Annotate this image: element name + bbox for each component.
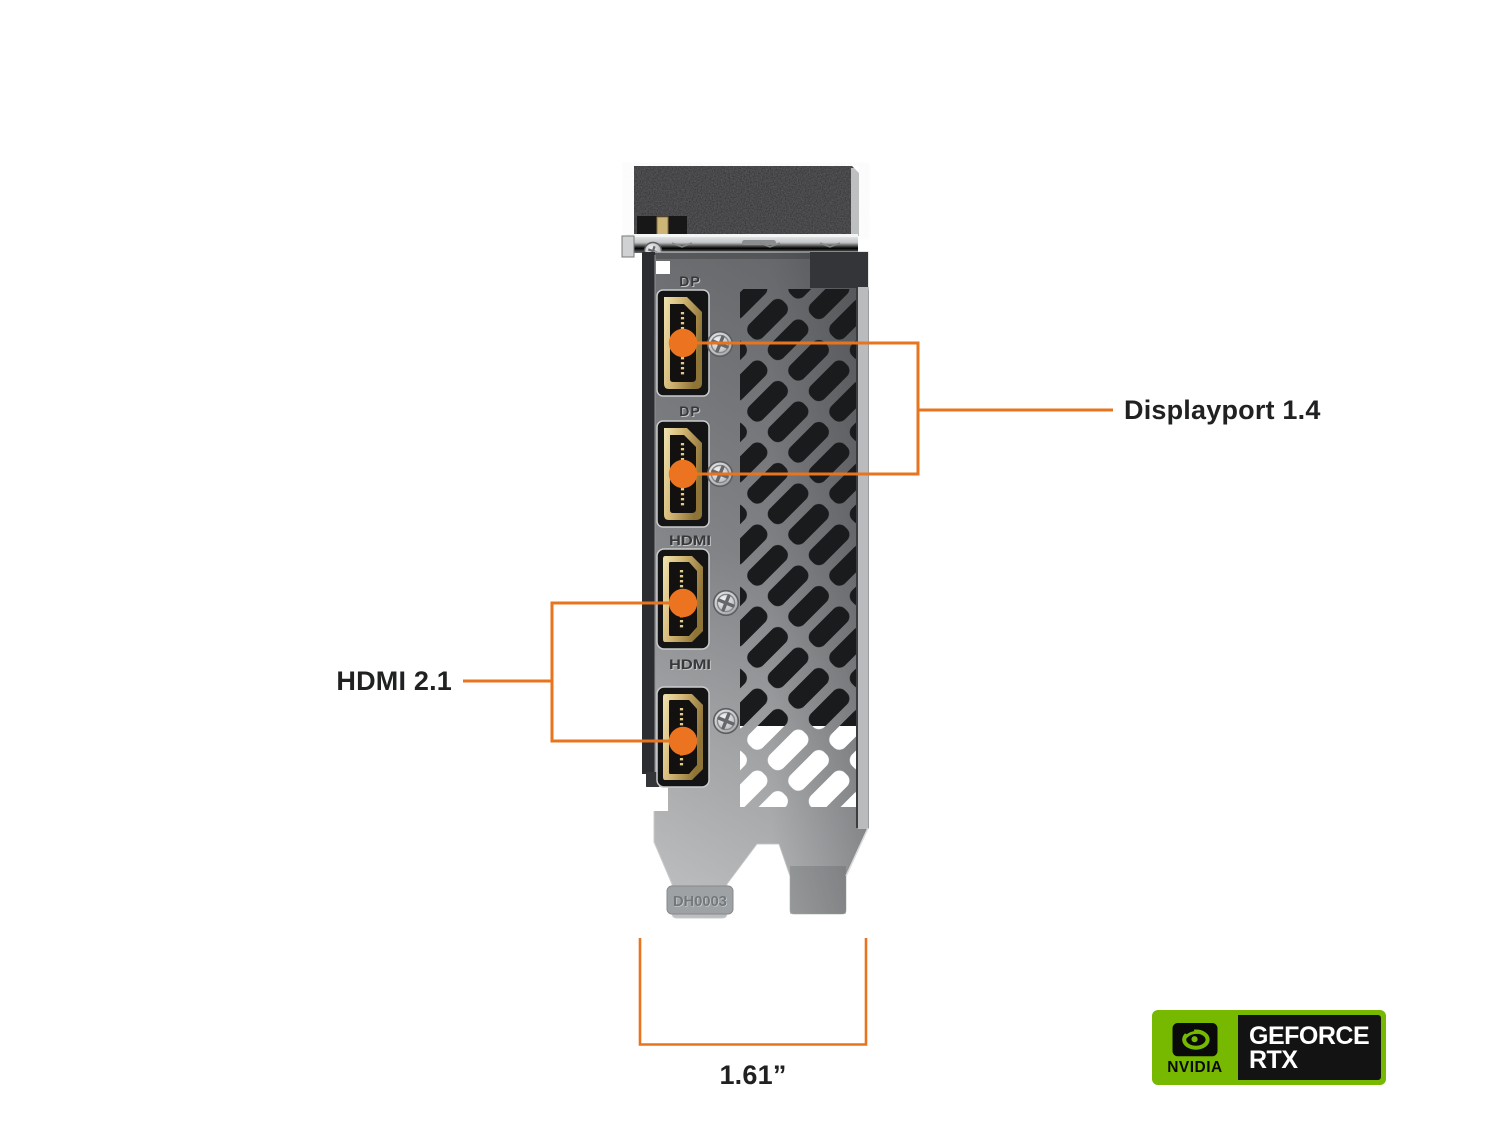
callout-lines <box>463 341 1113 743</box>
vent-slots-upper <box>740 289 856 726</box>
nvidia-logo-section: NVIDIA <box>1152 1010 1238 1085</box>
nvidia-geforce-rtx-badge: NVIDIA GEFORCE RTX <box>1152 1010 1386 1085</box>
dp2-label-emboss: DP <box>680 404 701 420</box>
screw-3 <box>712 589 740 617</box>
dp1-callout-dot <box>668 328 698 358</box>
geforce-text: GEFORCE <box>1249 1021 1370 1050</box>
dp2-label: DP <box>679 403 700 419</box>
stamp-text: DH0003 <box>673 893 727 910</box>
hdmi2-label: HDMI <box>669 656 711 672</box>
card-body <box>634 166 859 238</box>
hdmi1-label-emboss: HDMI <box>670 533 712 549</box>
rtx-text: RTX <box>1249 1045 1298 1074</box>
dp-port-1 <box>656 289 710 397</box>
port-labels: DP DP DP DP HDMI HDMI HDMI HDMI <box>669 273 712 673</box>
bracket-right-fold <box>845 287 869 877</box>
bracket-stamp: DH0003 DH0003 <box>666 885 734 915</box>
screw-4 <box>712 707 740 735</box>
hdmi1-label: HDMI <box>669 532 711 548</box>
width-measurement-bracket <box>638 938 868 1046</box>
nvidia-eye-icon <box>1172 1023 1218 1057</box>
hdmi-callout-label: HDMI 2.1 <box>336 666 452 696</box>
dp1-label-emboss: DP <box>680 274 701 290</box>
dp1-label: DP <box>679 273 700 289</box>
stamp-emboss: DH0003 <box>674 894 728 911</box>
nvidia-wordmark: NVIDIA <box>1167 1059 1223 1076</box>
displayport-callout-line <box>683 341 1113 476</box>
bracket-hook <box>621 235 635 258</box>
plate-top-shadow <box>810 252 868 288</box>
callout-dots <box>668 328 698 756</box>
geforce-rtx-section: GEFORCE RTX <box>1238 1015 1381 1080</box>
vent-grille <box>740 289 856 807</box>
card-body-edge <box>851 168 859 236</box>
bracket-lip <box>621 234 858 261</box>
bracket-left-fold <box>642 252 670 811</box>
right-tab-shade <box>790 866 846 914</box>
width-measurement-label: 1.61” <box>719 1060 787 1090</box>
hdmi2-callout-dot <box>668 726 698 756</box>
hdmi2-label-emboss: HDMI <box>670 657 712 673</box>
dp2-callout-dot <box>668 459 698 489</box>
displayport-callout-label: Displayport 1.4 <box>1124 395 1321 425</box>
vent-slots-lower <box>740 726 856 807</box>
hdmi1-callout-dot <box>668 588 698 618</box>
hdmi-callout-line <box>463 601 683 743</box>
